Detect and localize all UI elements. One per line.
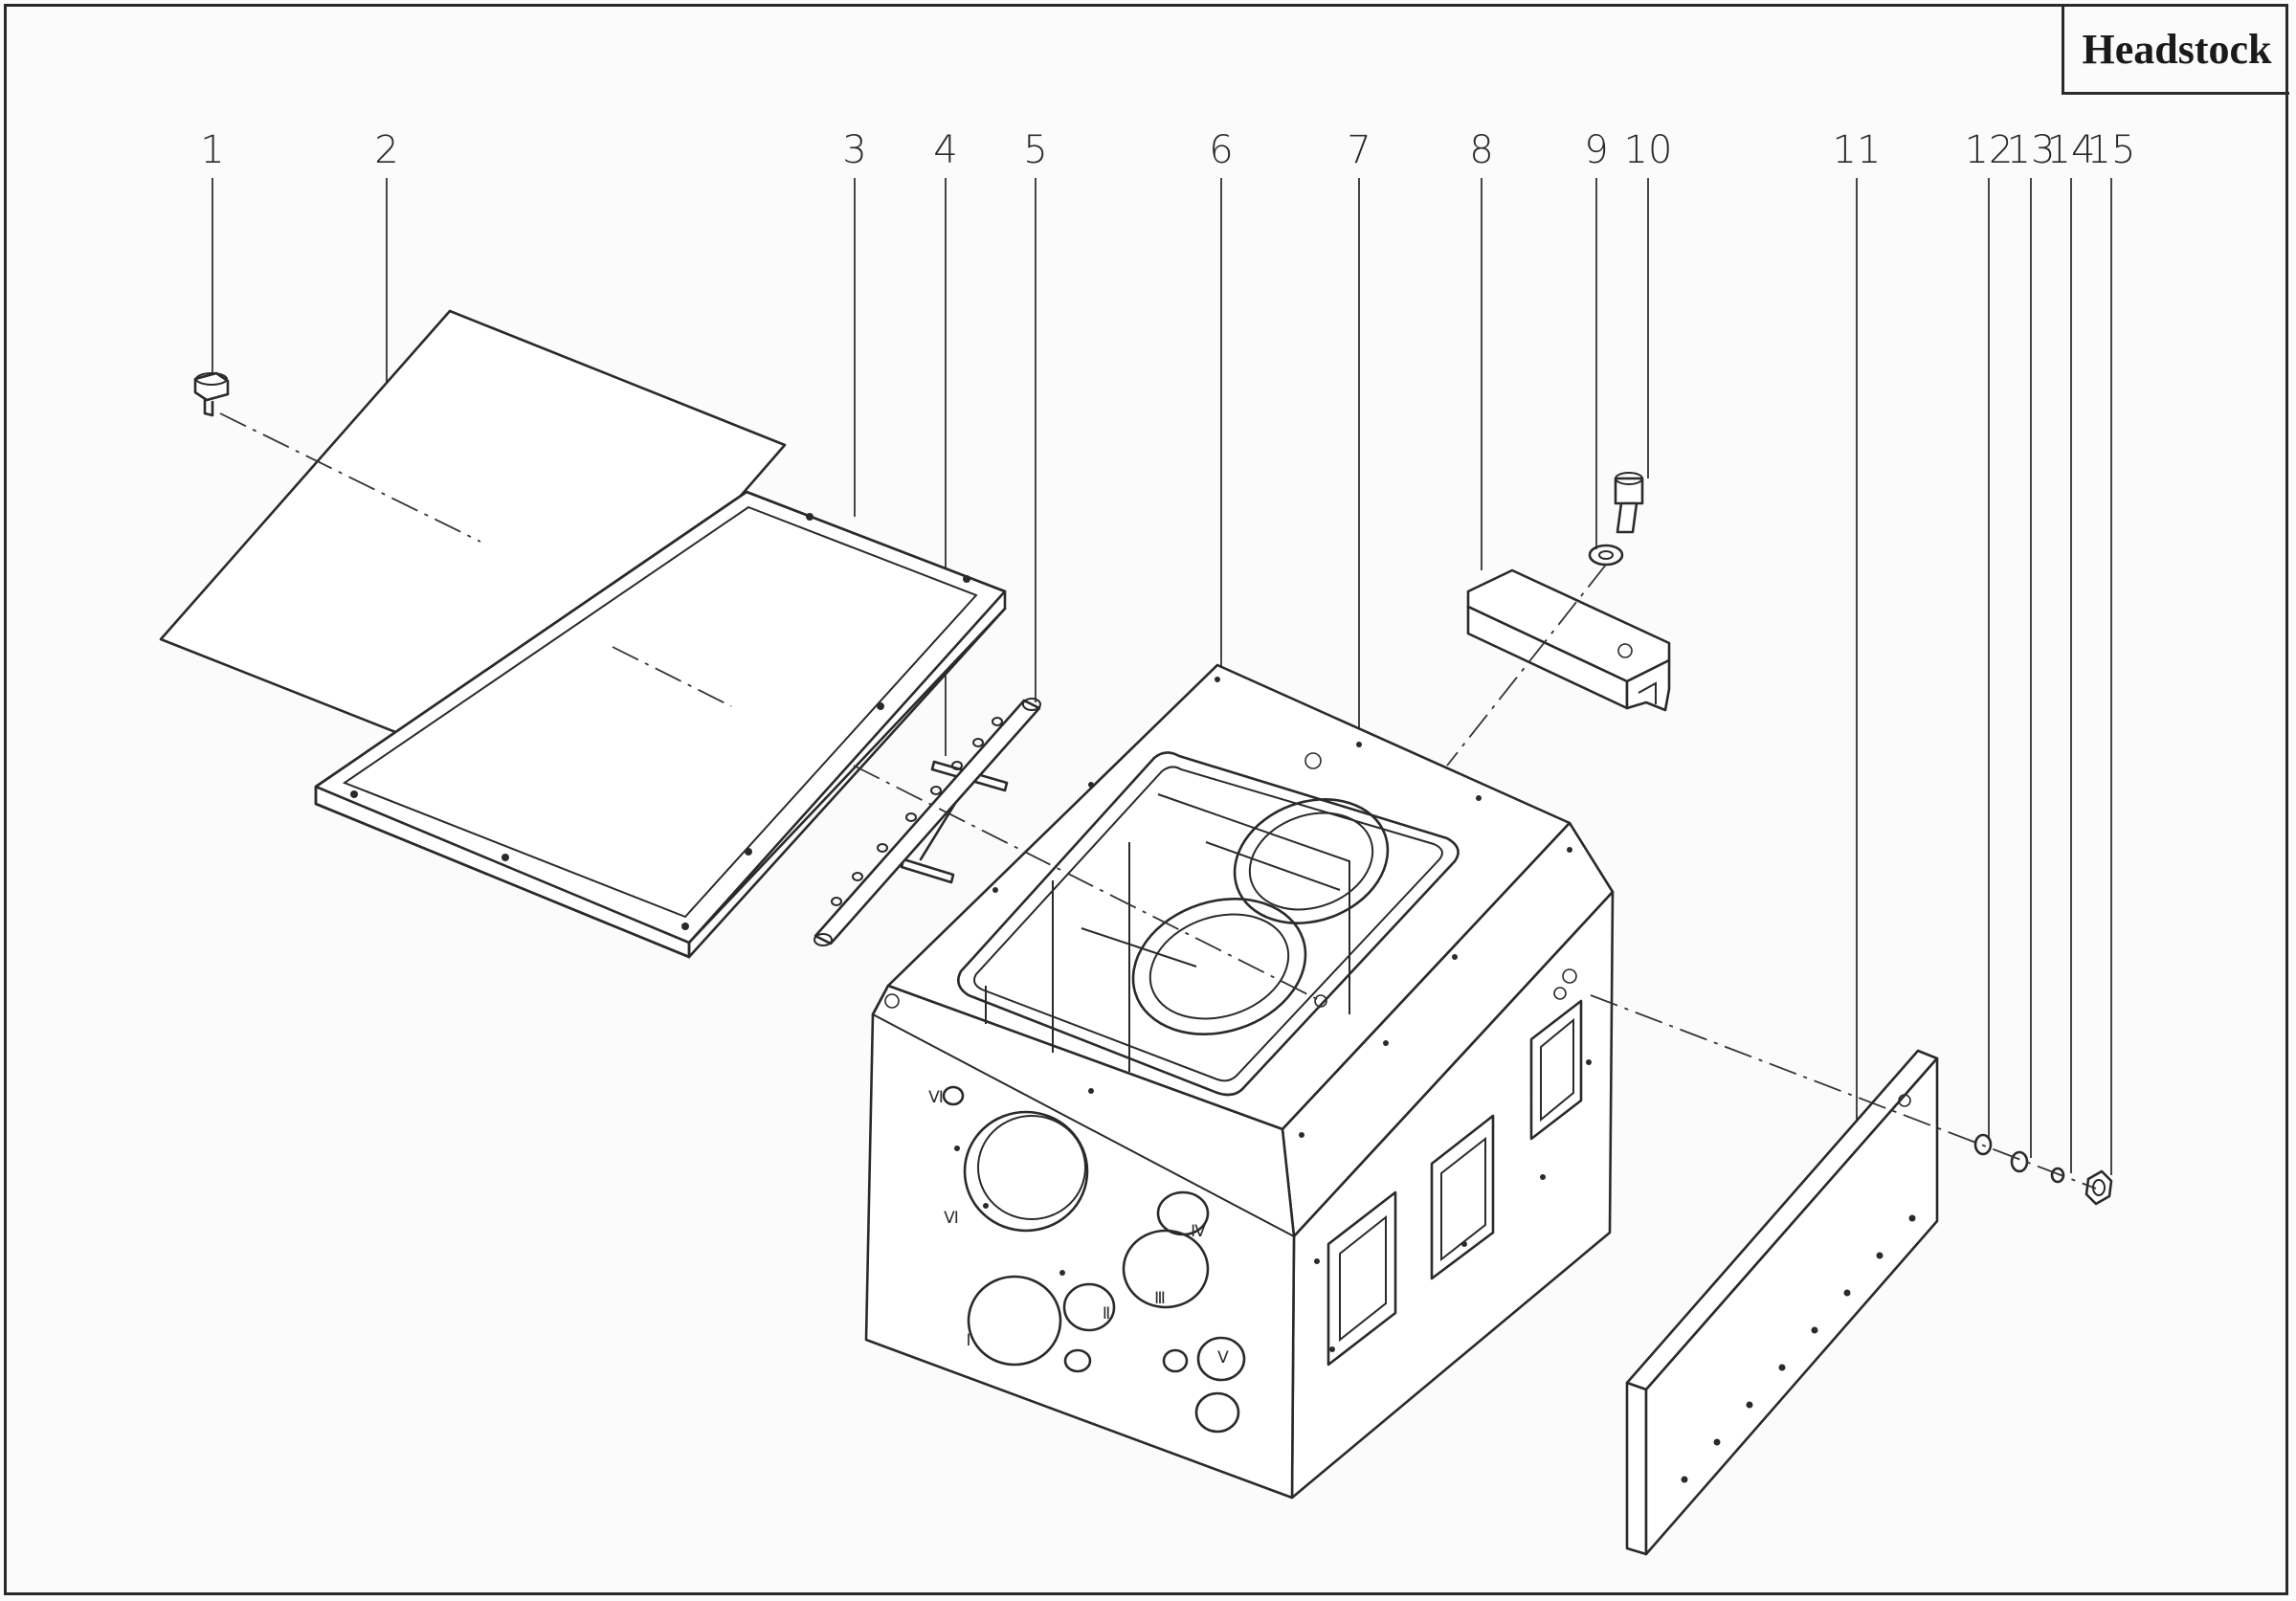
bore-label: Ⅴ bbox=[1217, 1348, 1229, 1367]
callout-15: 15 bbox=[2087, 128, 2136, 172]
mounting-hole bbox=[1567, 847, 1572, 853]
mounting-hole bbox=[1088, 782, 1094, 788]
bore-label: Ⅰ bbox=[966, 1331, 970, 1349]
cover-hole bbox=[1908, 1214, 1916, 1222]
cover-hole bbox=[1843, 1289, 1851, 1297]
callout-7: 7 bbox=[1347, 128, 1371, 172]
callout-4: 4 bbox=[933, 128, 957, 172]
bore-label: Ⅳ bbox=[1191, 1222, 1206, 1240]
mounting-hole bbox=[1088, 1088, 1094, 1094]
part-1-knob bbox=[193, 371, 230, 417]
cover-hole bbox=[1713, 1438, 1721, 1446]
callout-13: 13 bbox=[2007, 128, 2056, 172]
mounting-hole bbox=[992, 887, 998, 893]
part-5-oil-pipe bbox=[814, 698, 1041, 946]
nozzle bbox=[992, 717, 1003, 726]
cover-hole bbox=[1876, 1252, 1884, 1259]
mounting-hole bbox=[954, 1145, 960, 1151]
cover-hole bbox=[1898, 1094, 1911, 1107]
bore-label: Ⅵ bbox=[944, 1209, 959, 1227]
callout-6: 6 bbox=[1209, 128, 1233, 172]
bore-label: Ⅱ bbox=[1103, 1304, 1110, 1323]
bore-numeral-layer: Ⅵ Ⅵ Ⅳ Ⅲ Ⅱ Ⅰ Ⅴ bbox=[928, 1088, 1229, 1367]
mounting-hole bbox=[1540, 1174, 1546, 1180]
mounting-hole bbox=[1059, 1270, 1065, 1276]
callout-14: 14 bbox=[2047, 128, 2096, 172]
nozzle bbox=[905, 812, 917, 822]
mounting-hole bbox=[1461, 1241, 1467, 1247]
part-3-frame-gasket bbox=[314, 490, 1007, 959]
part-15-nut bbox=[2084, 1169, 2113, 1206]
callout-10: 10 bbox=[1624, 128, 1673, 172]
mounting-hole bbox=[1329, 1346, 1335, 1352]
cover-hole bbox=[1778, 1364, 1786, 1371]
mounting-hole bbox=[1299, 1132, 1304, 1138]
nozzle bbox=[852, 872, 863, 881]
part-10-screw bbox=[1614, 472, 1644, 534]
callout-5: 5 bbox=[1023, 128, 1047, 172]
callout-12: 12 bbox=[1965, 128, 2014, 172]
centre-lines bbox=[219, 412, 2097, 1190]
callout-11: 11 bbox=[1833, 128, 1882, 172]
nozzle bbox=[877, 843, 888, 853]
callout-8: 8 bbox=[1469, 128, 1493, 172]
nozzle bbox=[951, 761, 963, 770]
bore-label: Ⅲ bbox=[1154, 1289, 1166, 1307]
cover-hole bbox=[1681, 1476, 1688, 1483]
cover-hole bbox=[1811, 1326, 1818, 1334]
mounting-hole bbox=[1586, 1059, 1592, 1065]
mounting-hole bbox=[1476, 795, 1482, 801]
nozzle bbox=[831, 897, 842, 906]
callout-9: 9 bbox=[1584, 128, 1608, 172]
bore-label: Ⅵ bbox=[928, 1088, 944, 1106]
mounting-hole bbox=[1383, 1040, 1389, 1046]
callout-3: 3 bbox=[842, 128, 866, 172]
callout-2: 2 bbox=[374, 128, 398, 172]
nozzle bbox=[972, 738, 984, 747]
cover-hole bbox=[1746, 1401, 1753, 1409]
part-13-washer bbox=[2010, 1150, 2029, 1173]
mounting-hole bbox=[1356, 742, 1362, 747]
sheet-border bbox=[4, 4, 2288, 1595]
part-9-washer bbox=[1588, 544, 1624, 567]
mounting-hole bbox=[1215, 677, 1220, 682]
mounting-hole bbox=[1314, 1258, 1320, 1264]
callout-1: 1 bbox=[200, 128, 224, 172]
part-11-side-cover bbox=[1625, 1049, 1939, 1556]
part-8-block bbox=[1466, 568, 1671, 712]
part-7-pin bbox=[1314, 994, 1327, 1008]
part-12-washer bbox=[1973, 1133, 1993, 1156]
drawing-title: Headstock bbox=[2082, 26, 2272, 73]
part-6-headstock-housing bbox=[864, 663, 1615, 1500]
mounting-hole bbox=[1452, 954, 1458, 960]
title-block: Headstock bbox=[2062, 7, 2289, 95]
nozzle bbox=[930, 786, 942, 795]
part-14-washer bbox=[2050, 1167, 2065, 1184]
mounting-hole bbox=[983, 1203, 989, 1209]
